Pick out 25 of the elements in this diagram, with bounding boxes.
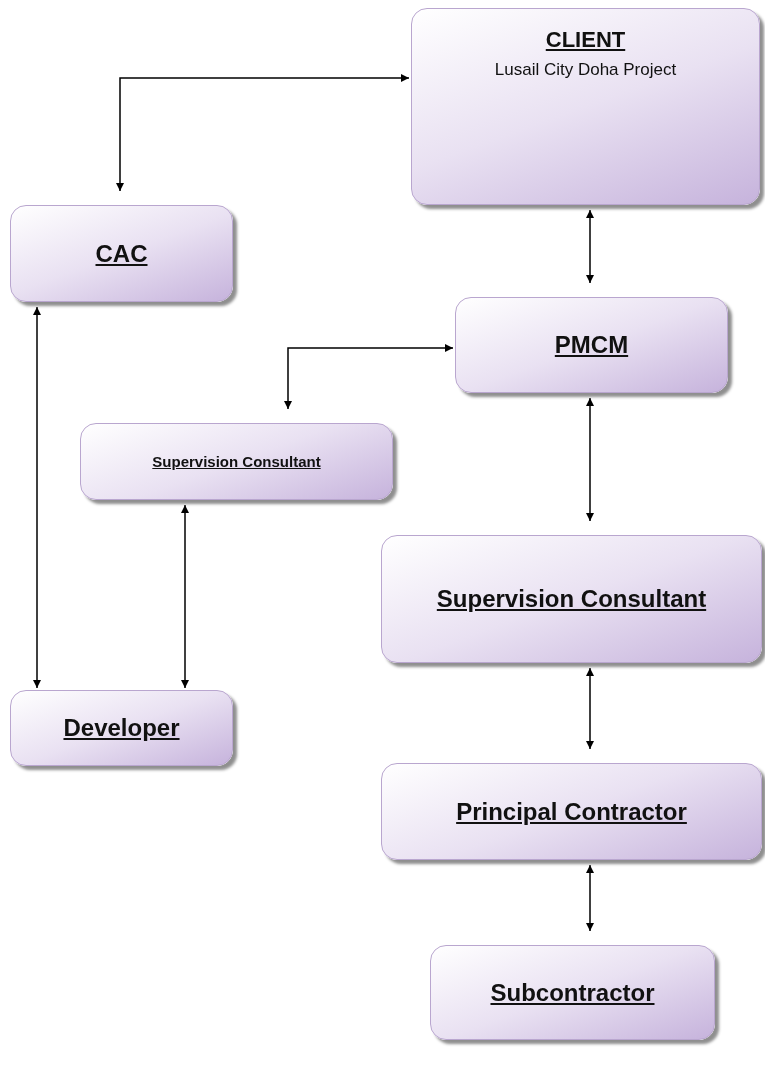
box-text: Lusail City Doha Project bbox=[494, 59, 677, 81]
process-box bbox=[10, 205, 233, 302]
process-box bbox=[80, 423, 393, 500]
process-box bbox=[411, 8, 760, 205]
connector-arrow bbox=[586, 864, 594, 932]
connector-arrow bbox=[586, 667, 594, 750]
connector-arrow bbox=[116, 74, 410, 192]
process-box bbox=[381, 535, 762, 663]
box-title: Supervision Consultant bbox=[436, 585, 707, 613]
connector-arrow bbox=[181, 504, 189, 689]
box-title: Principal Contractor bbox=[456, 797, 687, 826]
process-box bbox=[381, 763, 762, 860]
box-title: CAC bbox=[95, 239, 148, 268]
connector-arrow bbox=[284, 344, 454, 410]
box-title: Subcontractor bbox=[490, 978, 655, 1007]
process-box bbox=[430, 945, 715, 1040]
box-title: Supervision Consultant bbox=[152, 453, 321, 470]
process-box bbox=[10, 690, 233, 766]
connector-arrow bbox=[586, 397, 594, 522]
box-title: Developer bbox=[63, 714, 180, 742]
process-box bbox=[455, 297, 728, 393]
box-title: CLIENT bbox=[545, 27, 626, 53]
box-title: PMCM bbox=[554, 331, 629, 359]
connector-arrow bbox=[33, 306, 41, 689]
connector-arrow bbox=[586, 209, 594, 284]
